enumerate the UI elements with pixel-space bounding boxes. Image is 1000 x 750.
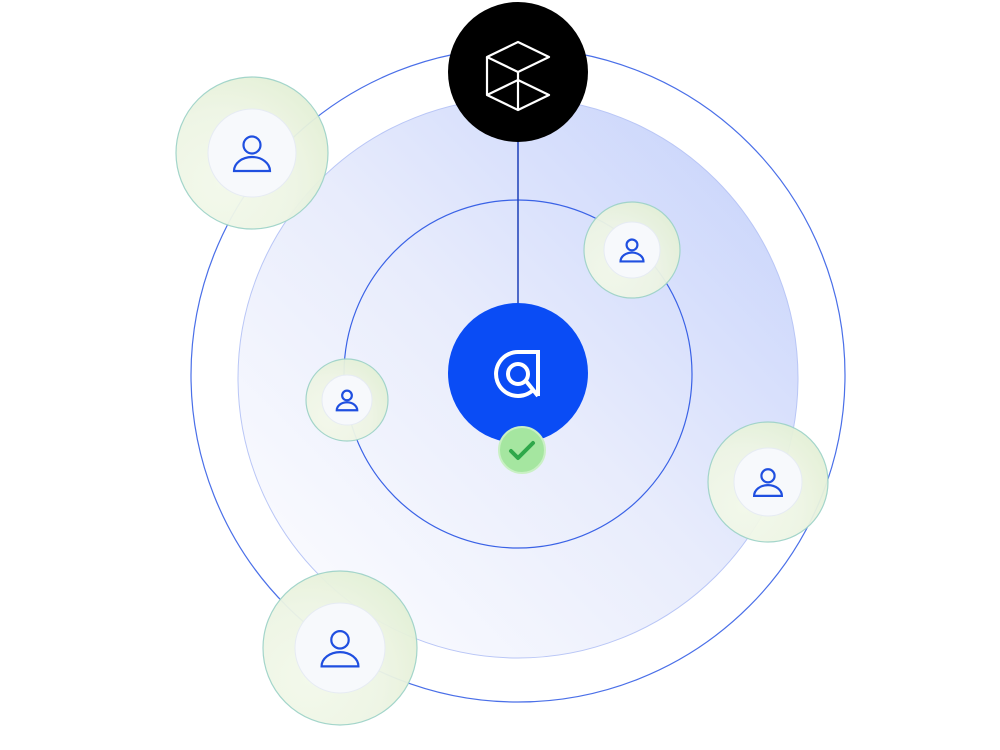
- at-logo-icon: [494, 350, 540, 398]
- hub-center: [448, 303, 588, 443]
- user-node: [262, 570, 418, 726]
- user-node: [305, 358, 389, 442]
- user-icon: [320, 630, 360, 668]
- user-node: [707, 421, 829, 543]
- user-node: [583, 201, 681, 299]
- user-icon: [335, 389, 359, 412]
- user-icon: [232, 135, 272, 173]
- checkmark-icon: [509, 441, 535, 460]
- hub-top: [448, 2, 588, 142]
- cube-logo-icon: [485, 40, 551, 112]
- status-check: [498, 426, 546, 474]
- user-node: [175, 76, 329, 230]
- user-icon: [619, 238, 645, 263]
- user-icon: [752, 468, 784, 498]
